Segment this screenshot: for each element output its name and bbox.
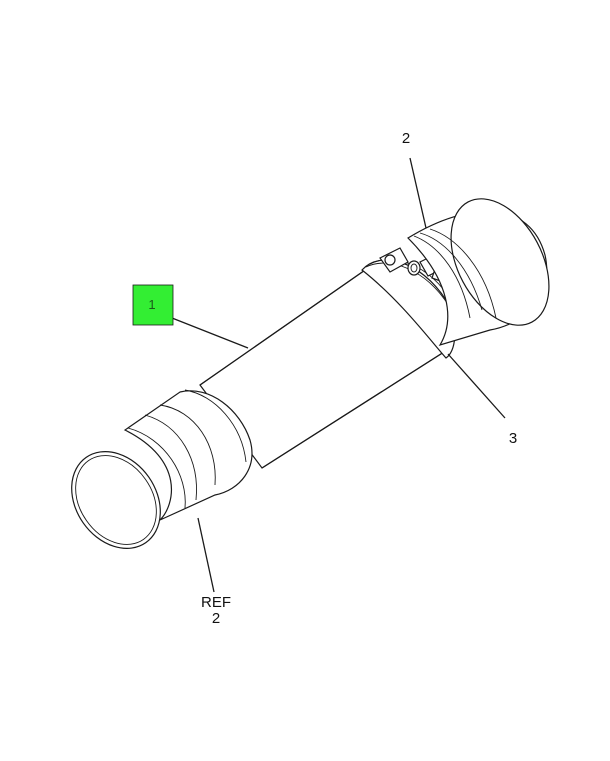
callout-ref-label[interactable]: REF	[201, 594, 231, 611]
leader-item-3	[447, 353, 506, 419]
leader-item-ref-2	[197, 517, 215, 593]
callout-3-label[interactable]: 3	[509, 430, 517, 447]
left-coupler-sleeve	[123, 389, 253, 521]
callout-1-label[interactable]: 1	[148, 297, 155, 312]
right-coupler-sleeve	[407, 198, 550, 347]
callout-1-highlight[interactable]	[132, 284, 174, 326]
left-open-end	[71, 451, 161, 549]
callout-ref-number[interactable]: 2	[212, 610, 220, 627]
leader-item-1	[171, 317, 249, 349]
callout-2-label[interactable]: 2	[402, 130, 410, 147]
leader-item-2-top	[409, 157, 427, 229]
